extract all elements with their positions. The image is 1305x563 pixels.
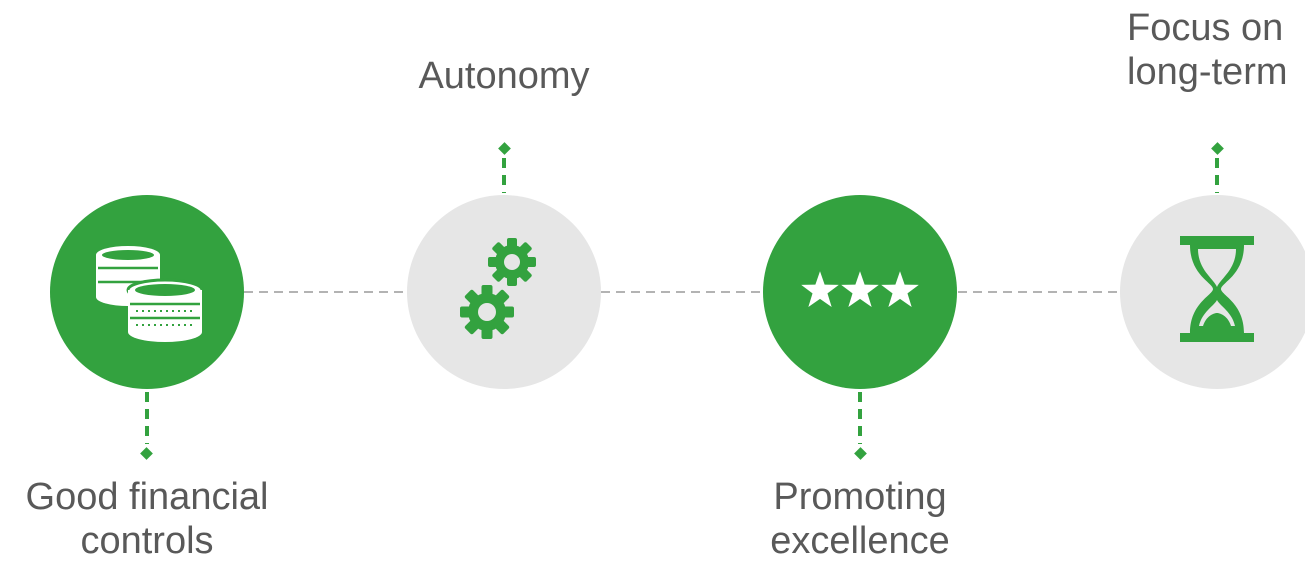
label-line: Autonomy (418, 55, 590, 97)
step-good-financial-controls (50, 195, 244, 460)
vertical-connector (140, 392, 153, 460)
gears-icon (460, 238, 536, 339)
vertical-connector (1211, 142, 1224, 193)
label-autonomy: Autonomy (389, 54, 619, 98)
label-line: excellence (770, 520, 950, 562)
label-line: controls (80, 520, 214, 562)
step-promoting-excellence (763, 195, 957, 460)
coins-icon (96, 246, 204, 342)
label-good-financial-controls: Good financial controls (7, 475, 287, 563)
hourglass-icon (1180, 236, 1254, 342)
label-line: long-term (1127, 51, 1288, 93)
vertical-connector (854, 392, 867, 460)
step-focus-on-long-term (1120, 142, 1305, 389)
label-line: Promoting (773, 476, 947, 518)
three-stars-icon (801, 271, 919, 308)
vertical-connector (498, 142, 511, 193)
step-autonomy (407, 142, 601, 389)
label-line: Good financial (25, 476, 269, 518)
label-line: Focus on (1127, 7, 1284, 49)
label-promoting-excellence: Promoting excellence (740, 475, 980, 563)
label-focus-on-long-term: Focus on long-term (1127, 6, 1305, 94)
